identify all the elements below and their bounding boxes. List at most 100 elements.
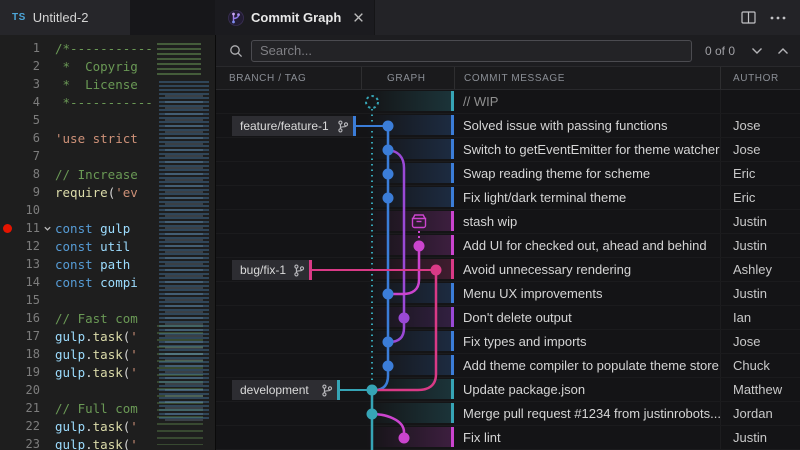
graph-cell (361, 186, 454, 209)
code-text: const compi (55, 274, 138, 290)
search-match-count: 0 of 0 (704, 43, 736, 58)
commit-graph-icon (228, 9, 244, 26)
graph-cell (361, 234, 454, 257)
graph-column-headers: BRANCH / TAG GRAPH COMMIT MESSAGE AUTHOR (216, 66, 800, 90)
commit-message: Update package.json (463, 382, 586, 397)
branch-cell (216, 162, 361, 185)
code-text: * Copyrig (55, 58, 138, 74)
editor-line: 15 (0, 291, 153, 309)
commit-message: Switch to getEventEmitter for theme watc… (463, 142, 720, 157)
line-number: 3 (32, 77, 40, 91)
tab-commit-graph[interactable]: Commit Graph (215, 0, 375, 35)
commit-message: // WIP (463, 94, 499, 109)
git-branch-icon (338, 120, 349, 132)
header-author[interactable]: AUTHOR (720, 67, 800, 89)
commit-message: Merge pull request #1234 from justinrobo… (463, 406, 720, 421)
graph-cell (361, 426, 454, 449)
editor-line: 5 (0, 111, 153, 129)
editor-line: 1/*------------ (0, 39, 153, 57)
split-editor-icon[interactable] (741, 11, 756, 24)
branch-cell: bug/fix-1 (216, 258, 361, 281)
close-icon[interactable] (353, 12, 364, 23)
header-branch-tag[interactable]: BRANCH / TAG (229, 72, 307, 84)
commit-message: Add theme compiler to populate theme sto… (463, 358, 719, 373)
branch-label[interactable]: feature/feature-1 (232, 116, 356, 136)
code-text: const path (55, 256, 131, 272)
commit-author: Jose (720, 330, 800, 353)
commit-row[interactable]: // WIP (216, 90, 800, 114)
panel-tab-label: Commit Graph (251, 10, 342, 25)
graph-cell (361, 138, 454, 161)
commit-row[interactable]: Swap reading theme for scheme Eric (216, 162, 800, 186)
commit-row[interactable]: Merge pull request #1234 from justinrobo… (216, 402, 800, 426)
minimap[interactable] (153, 35, 215, 450)
line-number: 21 (25, 401, 40, 415)
code-text: gulp.task(' (55, 418, 138, 434)
graph-cell (361, 210, 454, 233)
commit-row[interactable]: Switch to getEventEmitter for theme watc… (216, 138, 800, 162)
commit-author: Eric (720, 186, 800, 209)
editor-line: 6'use strict (0, 129, 153, 147)
commit-author: Chuck (720, 354, 800, 377)
typescript-file-icon: TS (12, 12, 26, 23)
fold-chevron-icon[interactable] (40, 224, 55, 233)
commit-row[interactable]: Add theme compiler to populate theme sto… (216, 354, 800, 378)
commit-author: Eric (720, 162, 800, 185)
code-text: /*------------ (55, 40, 153, 56)
commit-row[interactable]: Add UI for checked out, ahead and behind… (216, 234, 800, 258)
branch-cell: development (216, 378, 361, 401)
branch-label[interactable]: bug/fix-1 (232, 260, 312, 280)
branch-label[interactable]: development (232, 380, 340, 400)
header-commit-message[interactable]: COMMIT MESSAGE (454, 67, 720, 89)
more-actions-icon[interactable] (770, 16, 786, 20)
code-text: * License (55, 76, 138, 92)
commit-author: Justin (720, 426, 800, 449)
commit-message: Don't delete output (463, 310, 572, 325)
commit-author: Jordan (720, 402, 800, 425)
commit-message: Add UI for checked out, ahead and behind (463, 238, 707, 253)
line-number: 18 (25, 347, 40, 361)
tab-bar: TS Untitled-2 Commit Graph (0, 0, 800, 35)
commit-author: Jose (720, 138, 800, 161)
graph-cell (361, 258, 454, 281)
code-text: gulp.task(' (55, 346, 138, 362)
branch-label-accent (353, 116, 356, 136)
line-number: 7 (32, 149, 40, 163)
editor-tab-label: Untitled-2 (32, 10, 89, 25)
commit-message: Swap reading theme for scheme (463, 166, 651, 181)
code-text: *------------ (55, 94, 153, 110)
branch-label-accent (309, 260, 312, 280)
commit-author: Ashley (720, 258, 800, 281)
next-match-button[interactable] (748, 42, 766, 60)
branch-label-text: development (240, 383, 309, 397)
tab-untitled-2[interactable]: TS Untitled-2 (0, 0, 130, 35)
graph-cell (361, 114, 454, 137)
search-input[interactable] (251, 39, 692, 62)
breakpoint-icon[interactable] (0, 223, 14, 233)
git-branch-icon (294, 264, 305, 276)
commit-message: Menu UX improvements (463, 286, 603, 301)
graph-cell (361, 330, 454, 353)
header-graph[interactable]: GRAPH (361, 67, 454, 89)
graph-cell (361, 282, 454, 305)
previous-match-button[interactable] (774, 42, 792, 60)
